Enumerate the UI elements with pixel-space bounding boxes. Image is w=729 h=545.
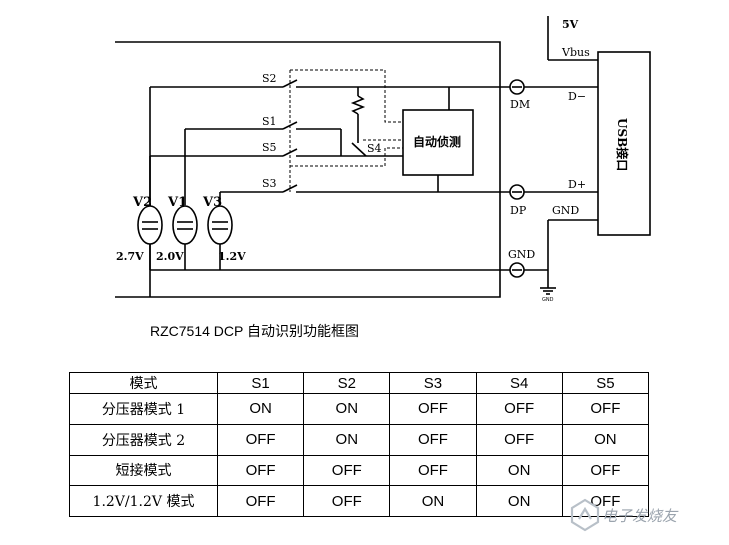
header-s1: S1 <box>216 372 305 394</box>
table-cell: ON <box>303 423 391 456</box>
table-cell: OFF <box>475 423 563 456</box>
mode-table: 模式 S1 S2 S3 S4 S5 分压器模式 1 ON ON OFF OFF … <box>69 372 650 517</box>
gnd-right-label: GND <box>552 204 579 217</box>
chip-outline <box>115 41 501 298</box>
table-cell: OFF <box>303 454 391 487</box>
table-cell: OFF <box>389 423 477 456</box>
table-header-row: 模式 S1 S2 S3 S4 S5 <box>69 372 650 394</box>
table-cell: ON <box>475 485 563 517</box>
table-cell: OFF <box>216 454 305 487</box>
dm-label: DM <box>510 98 530 111</box>
table-row: 分压器模式 2 OFF ON OFF OFF ON <box>69 423 650 456</box>
voltage-source-v2 <box>137 205 163 245</box>
usb-label: USB接口 <box>615 118 630 171</box>
switch-s2 <box>282 79 298 88</box>
watermark: 电子发烧友 <box>568 497 718 537</box>
table-cell: 1.2V/1.2V 模式 <box>69 485 218 517</box>
header-s2: S2 <box>303 372 391 394</box>
d-minus-label: D− <box>568 90 586 103</box>
gnd-symbol-label: GND <box>542 297 554 303</box>
table-cell: ON <box>475 454 563 487</box>
v1-value: 2.0V <box>156 250 184 263</box>
watermark-text: 电子发烧友 <box>602 507 678 525</box>
table-cell: OFF <box>216 485 305 517</box>
circuit-diagram: 5V Vbus D− D+ GND DM DP GND GND S2 S1 S5… <box>115 16 651 303</box>
table-cell: OFF <box>561 393 650 425</box>
table-cell: OFF <box>216 423 305 456</box>
s3-label: S3 <box>262 177 277 190</box>
voltage-source-v3 <box>207 205 233 245</box>
table-cell: ON <box>389 485 477 517</box>
gnd-pin-label: GND <box>508 248 535 261</box>
table-cell: ON <box>561 423 650 456</box>
v2-value: 2.7V <box>116 250 144 263</box>
voltage-source-v1 <box>172 205 198 245</box>
table-cell: OFF <box>303 485 391 517</box>
vbus-label: Vbus <box>561 46 590 59</box>
d-plus-label: D+ <box>568 178 586 191</box>
table-cell: ON <box>303 393 391 425</box>
table-cell: ON <box>216 393 305 425</box>
table-cell: 分压器模式 2 <box>69 423 218 456</box>
table-row: 短接模式 OFF OFF OFF ON OFF <box>69 454 650 487</box>
diagram-caption: RZC7514 DCP 自动识别功能框图 <box>150 323 360 339</box>
s2-label: S2 <box>262 72 277 85</box>
switch-s5 <box>282 148 298 157</box>
watermark-logo-icon <box>570 498 600 532</box>
table-cell: 短接模式 <box>69 454 218 487</box>
v1-label: V1 <box>167 195 187 210</box>
detect-label: 自动侦测 <box>413 134 461 149</box>
dp-label: DP <box>510 204 527 217</box>
supply-label: 5V <box>562 18 579 31</box>
table-cell: OFF <box>389 454 477 487</box>
s5-label: S5 <box>262 141 277 154</box>
usb-connector-box <box>597 51 651 236</box>
s4-label: S4 <box>367 142 382 155</box>
v3-label: V3 <box>202 195 222 210</box>
table-cell: OFF <box>561 485 650 517</box>
header-mode: 模式 <box>69 372 218 394</box>
table-cell: OFF <box>475 393 563 425</box>
switch-s4 <box>351 142 367 157</box>
table-cell: 分压器模式 1 <box>69 393 218 425</box>
table-row: 分压器模式 1 ON ON OFF OFF OFF <box>69 393 650 425</box>
header-s5: S5 <box>561 372 650 394</box>
auto-detect-box <box>402 109 474 176</box>
table-cell: OFF <box>561 454 650 487</box>
table-row: 1.2V/1.2V 模式 OFF OFF ON ON OFF <box>69 485 650 517</box>
v3-value: 1.2V <box>218 250 246 263</box>
table-cell: OFF <box>389 393 477 425</box>
v2-label: V2 <box>132 195 152 210</box>
header-s3: S3 <box>389 372 477 394</box>
s1-label: S1 <box>262 115 277 128</box>
header-s4: S4 <box>475 372 563 394</box>
switch-s1 <box>282 121 298 130</box>
switch-s3 <box>282 184 298 193</box>
